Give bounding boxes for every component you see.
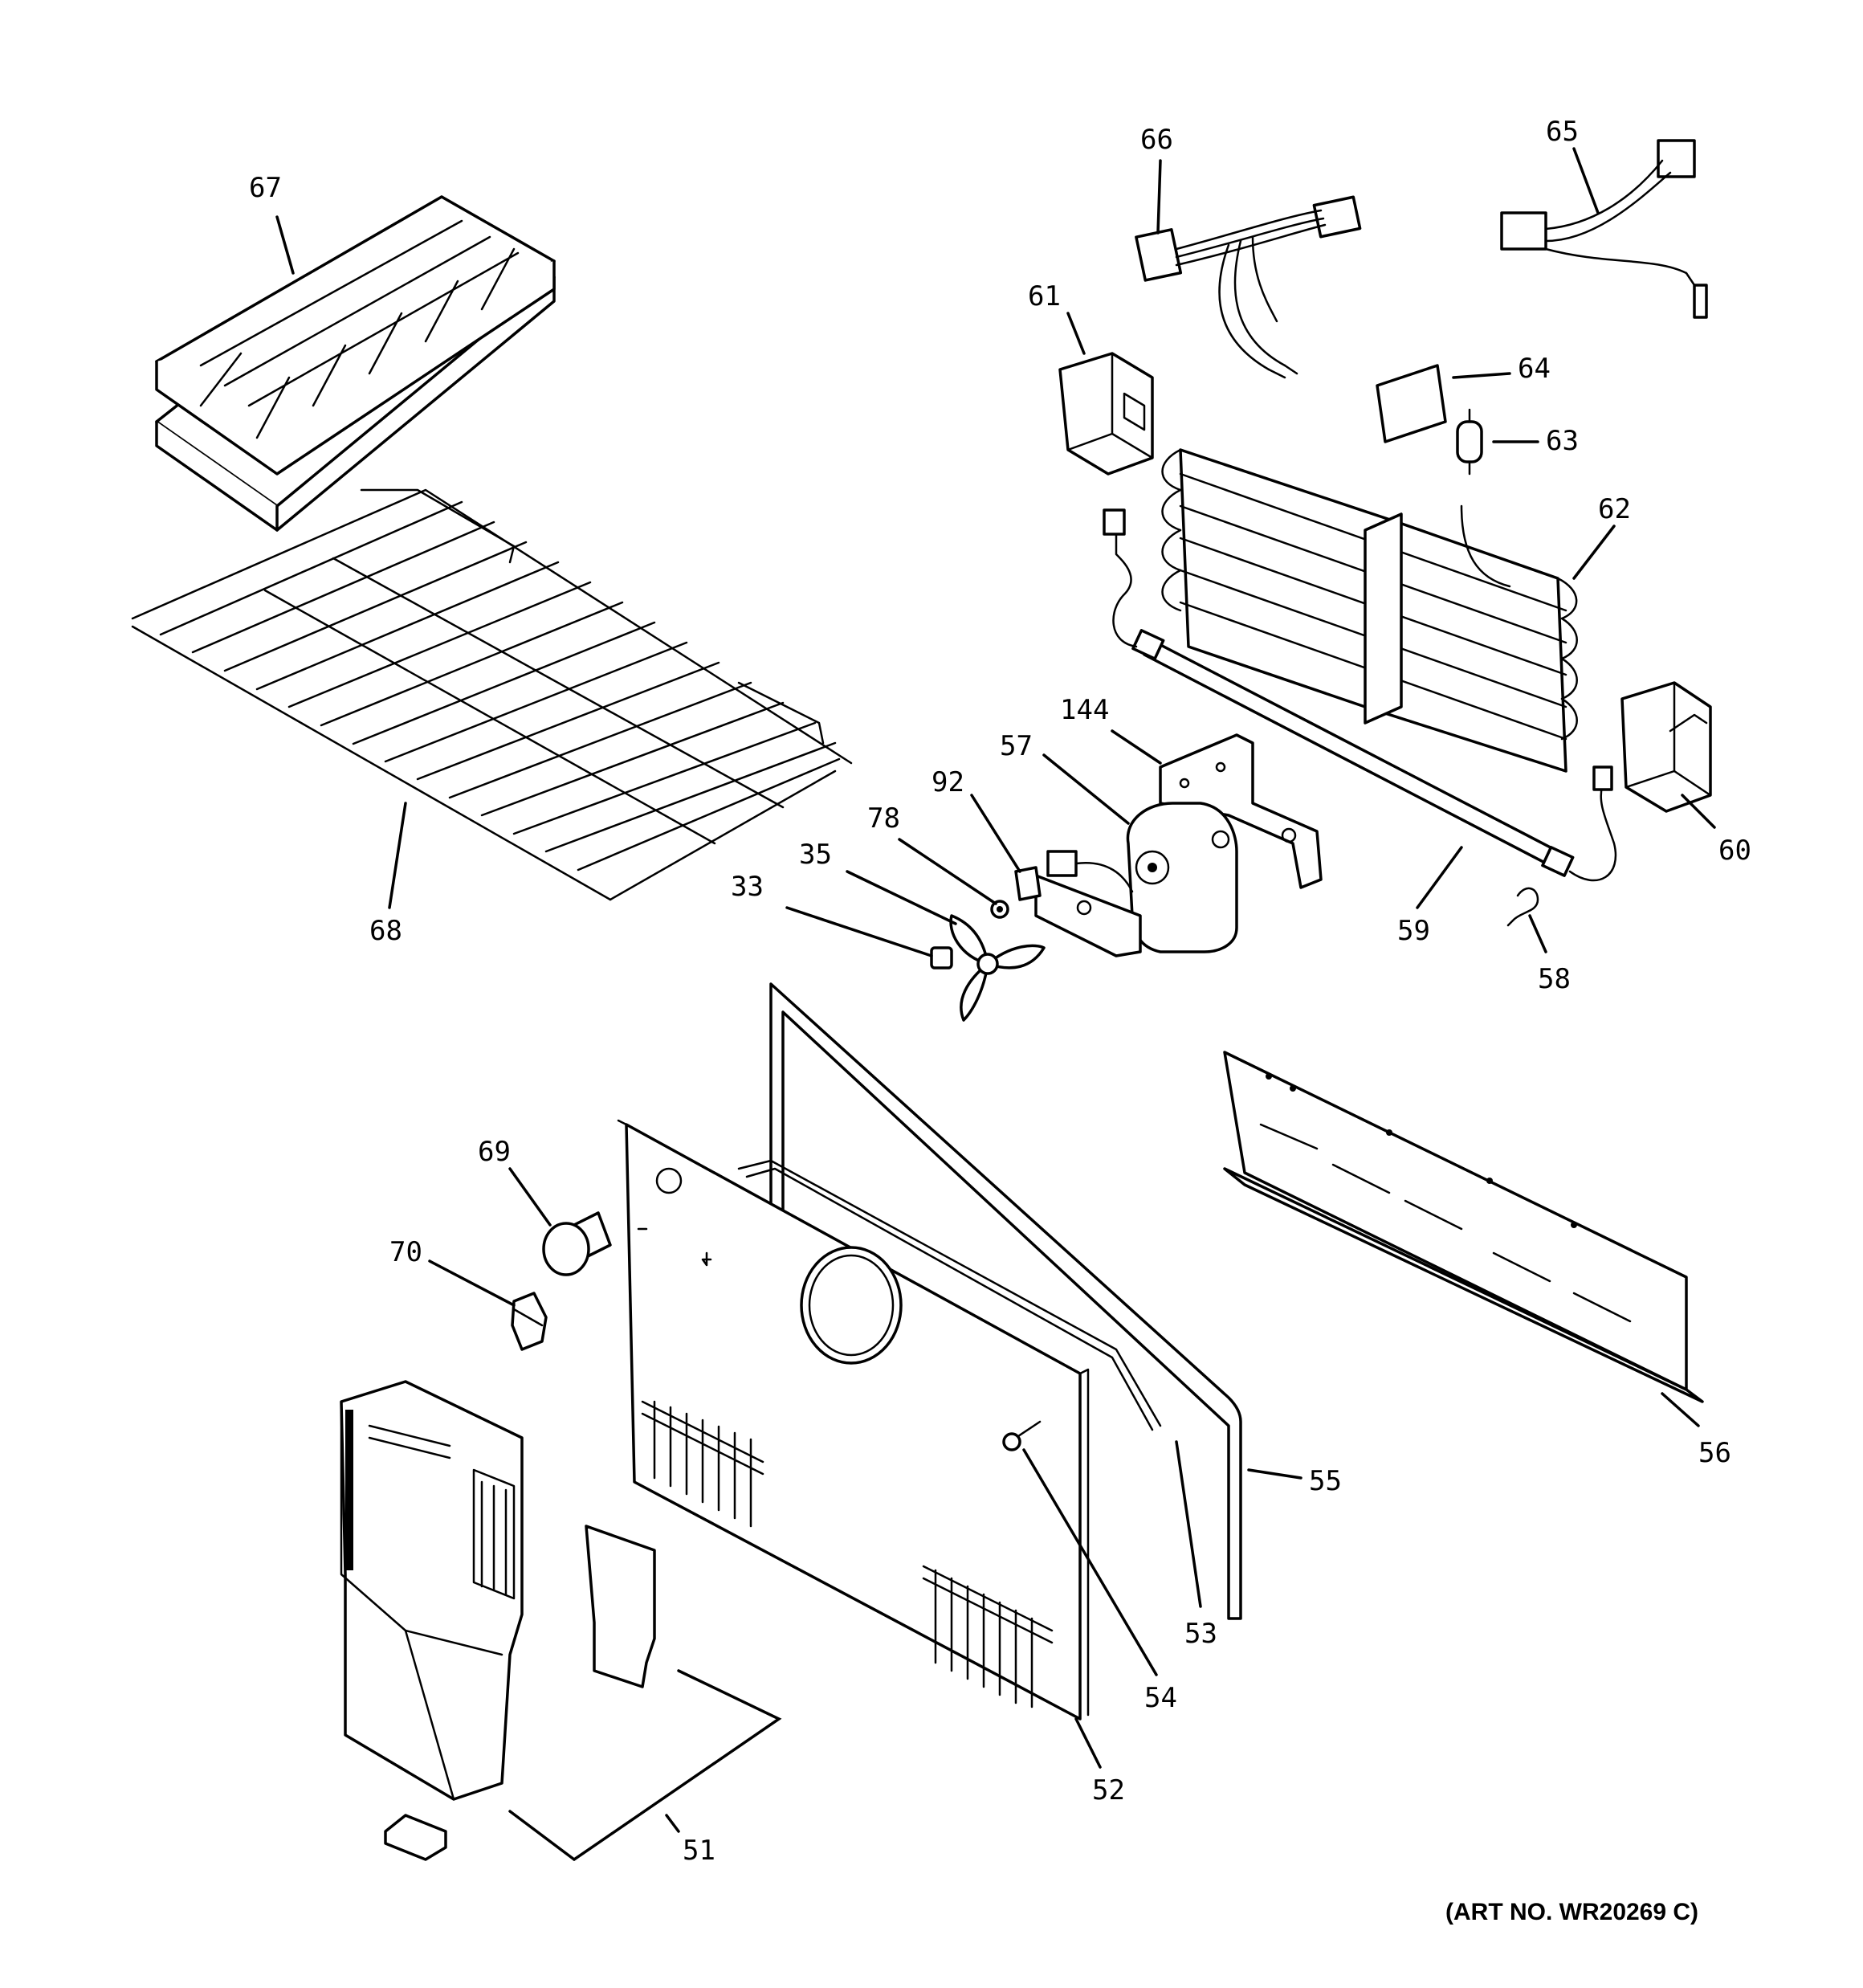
callout-65: 65: [1546, 116, 1579, 148]
callout-55: 55: [1309, 1465, 1342, 1497]
gasket-strip-part-53[interactable]: [737, 1159, 1162, 1431]
screw-part-78[interactable]: [990, 900, 1009, 919]
callout-68: 68: [369, 915, 402, 947]
back-panel-part-56[interactable]: [1223, 1051, 1704, 1403]
callout-144: 144: [1060, 694, 1109, 726]
evaporator-coil-part-62[interactable]: [1161, 448, 1578, 773]
art-number: (ART NO. WR20269 C): [1445, 1899, 1698, 1925]
wire-shelf-part-68[interactable]: [131, 488, 853, 901]
callout-61: 61: [1028, 280, 1061, 312]
callout-64: 64: [1518, 353, 1551, 385]
fan-retainer-part-33[interactable]: [930, 946, 953, 970]
callout-35: 35: [799, 839, 832, 871]
defrost-heater-part-59[interactable]: [1103, 508, 1617, 882]
evaporator-bracket-part-61[interactable]: [1058, 352, 1154, 476]
callout-59: 59: [1397, 915, 1430, 947]
leader-lines: [275, 147, 1716, 1862]
callout-53: 53: [1184, 1618, 1217, 1650]
callout-69: 69: [478, 1136, 511, 1168]
plate-part-92[interactable]: [1014, 866, 1042, 901]
clip-part-58[interactable]: [1506, 887, 1539, 927]
callout-63: 63: [1546, 425, 1579, 457]
air-duct-part-51[interactable]: [340, 1380, 656, 1861]
label-part-64[interactable]: [1376, 364, 1447, 443]
defrost-fuse-part-63[interactable]: [1456, 408, 1483, 476]
callout-33: 33: [731, 871, 764, 903]
fan-blade-part-35[interactable]: [949, 914, 1046, 1022]
defrost-thermostat-part-65[interactable]: [1500, 139, 1708, 319]
wire-harness-part-66[interactable]: [1135, 195, 1362, 379]
callout-58: 58: [1538, 963, 1571, 995]
screw-part-54[interactable]: [1002, 1420, 1042, 1451]
evaporator-bracket-part-60[interactable]: [1620, 681, 1712, 813]
gasket-frame-part-55[interactable]: [769, 982, 1242, 1620]
callout-51: 51: [683, 1835, 715, 1867]
callout-60: 60: [1718, 835, 1751, 867]
callout-52: 52: [1092, 1774, 1125, 1806]
cap-part-70[interactable]: [511, 1292, 548, 1351]
callout-70: 70: [389, 1236, 422, 1268]
callout-54: 54: [1144, 1682, 1177, 1714]
ice-tray-part-67[interactable]: [155, 195, 556, 532]
evaporator-fan-motor-part-57[interactable]: [1034, 802, 1238, 957]
callout-78: 78: [867, 802, 900, 835]
callout-62: 62: [1598, 493, 1631, 525]
evaporator-cover-part-52[interactable]: [617, 1119, 1090, 1721]
callout-66: 66: [1140, 124, 1173, 156]
callout-labels: 67 66 65 61 64 63 62 68 144 57 92 78 35 …: [249, 116, 1751, 1925]
callout-57: 57: [1000, 730, 1033, 762]
callout-92: 92: [932, 766, 964, 798]
callout-67: 67: [249, 172, 282, 204]
knob-part-69[interactable]: [542, 1211, 612, 1276]
callout-56: 56: [1698, 1437, 1731, 1469]
